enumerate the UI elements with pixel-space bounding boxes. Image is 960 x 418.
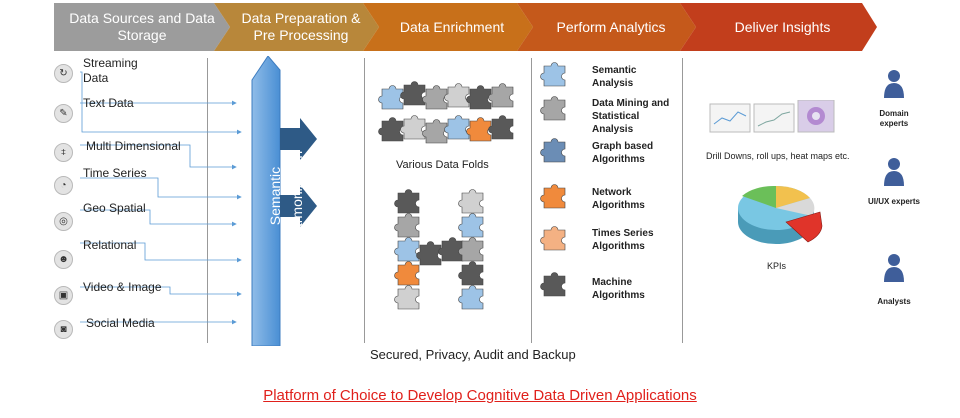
piece-graph: [540, 138, 566, 163]
user-icon-domain: [884, 70, 904, 98]
pie-slice-yellow: [776, 185, 810, 208]
analytics-label-graph: Graph based Algorithms: [592, 141, 654, 165]
stage-arrow-5: [680, 3, 877, 51]
thumbnail-line-chart: [709, 103, 751, 133]
divider-sources: [207, 58, 208, 343]
person-icon: ☻: [54, 250, 73, 269]
drill-downs-label: Drill Downs, roll ups, heat maps etc.: [706, 151, 850, 161]
film-icon: ▣: [54, 286, 73, 305]
source-label-multidim: Multi Dimensional: [86, 139, 181, 153]
platform-title: Platform of Choice to Develop Cognitive …: [263, 387, 697, 404]
harmonization-label: Semantic Harmonization: [267, 150, 305, 242]
analytics-label-machine: Machine Algorithms: [592, 277, 645, 301]
report-thumbnails: [709, 100, 835, 133]
pie-slice-red: [785, 211, 823, 243]
piece-mining: [540, 96, 566, 121]
stage-arrow-4: [517, 3, 696, 51]
source-label-relational: Relational: [83, 238, 137, 252]
stage-label-sources: Data Sources and Data Storage: [69, 10, 215, 43]
user-icon-uiux: [884, 158, 904, 186]
persona-label-uiux: UI/UX experts: [867, 197, 921, 206]
divider-preparation: [364, 58, 365, 343]
output-arrow-1: [280, 118, 317, 160]
divider-enrichment: [531, 58, 532, 343]
pie-slice-grey: [776, 198, 815, 216]
clock-icon: ◔: [54, 176, 73, 195]
stage-label-enrichment: Data Enrichment: [399, 18, 505, 35]
analytics-label-semantic: Semantic Analysis: [592, 65, 637, 89]
persona-label-domain: Domain experts: [879, 109, 909, 128]
stage-arrows: [54, 3, 877, 51]
globe-icon: ◎: [54, 212, 73, 231]
analytics-label-mining: Data Mining and Statistical Analysis: [592, 98, 670, 135]
security-label: Secured, Privacy, Audit and Backup: [370, 347, 576, 362]
persona-label-analysts: Analysts: [877, 297, 911, 306]
output-arrow-2: [280, 185, 317, 227]
piece-timeseries: [540, 226, 566, 251]
folds-label: Various Data Folds: [396, 159, 489, 171]
thumbnail-heat-map: [797, 100, 835, 133]
connector-text: [80, 102, 242, 135]
thumbnail-trend-chart: [753, 103, 795, 133]
divider-analytics: [682, 58, 683, 343]
user-icon-analysts: [884, 254, 904, 282]
source-label-streaming: Streaming Data: [83, 56, 138, 85]
piece-semantic: [540, 62, 566, 87]
source-connectors: [80, 71, 242, 325]
analytics-pieces: [540, 62, 566, 297]
kpi-pie-chart: [738, 185, 823, 244]
connector-geo: [80, 209, 237, 227]
source-label-text: Text Data: [83, 96, 134, 110]
connector-video: [80, 286, 242, 297]
stage-arrow-1: [54, 3, 230, 51]
connector-relational: [80, 242, 242, 263]
puzzle-cluster-bottom: [394, 189, 484, 310]
piece-machine: [540, 272, 566, 297]
stage-arrow-3: [363, 3, 533, 51]
lock-icon: ◙: [54, 320, 73, 339]
source-label-timeseries: Time Series: [83, 166, 147, 180]
stage-label-analytics: Perform Analytics: [556, 18, 666, 35]
analytics-label-timeseries: Times Series Algorithms: [592, 228, 654, 252]
pie-slice-green: [742, 185, 776, 208]
source-label-video: Video & Image: [83, 280, 162, 294]
harmonization-bar: [251, 56, 281, 346]
piece-network: [540, 184, 566, 209]
puzzle-cluster-top: [378, 81, 514, 144]
source-label-geo: Geo Spatial: [83, 201, 146, 215]
connector-multidim: [80, 144, 237, 170]
connector-streaming: [80, 71, 237, 106]
stage-arrow-2: [214, 3, 379, 51]
stage-label-insights: Deliver Insights: [734, 18, 831, 35]
document-icon: ✎: [54, 104, 73, 123]
stage-label-preparation: Data Preparation & Pre Processing: [241, 10, 361, 43]
source-label-social: Social Media: [86, 316, 155, 330]
refresh-icon: ↻: [54, 64, 73, 83]
kpis-label: KPIs: [767, 261, 787, 271]
connector-timeseries: [80, 177, 242, 200]
analytics-label-network: Network Algorithms: [592, 187, 645, 211]
harmonization-shape: [251, 56, 317, 346]
rss-icon: ⧧: [54, 143, 73, 162]
